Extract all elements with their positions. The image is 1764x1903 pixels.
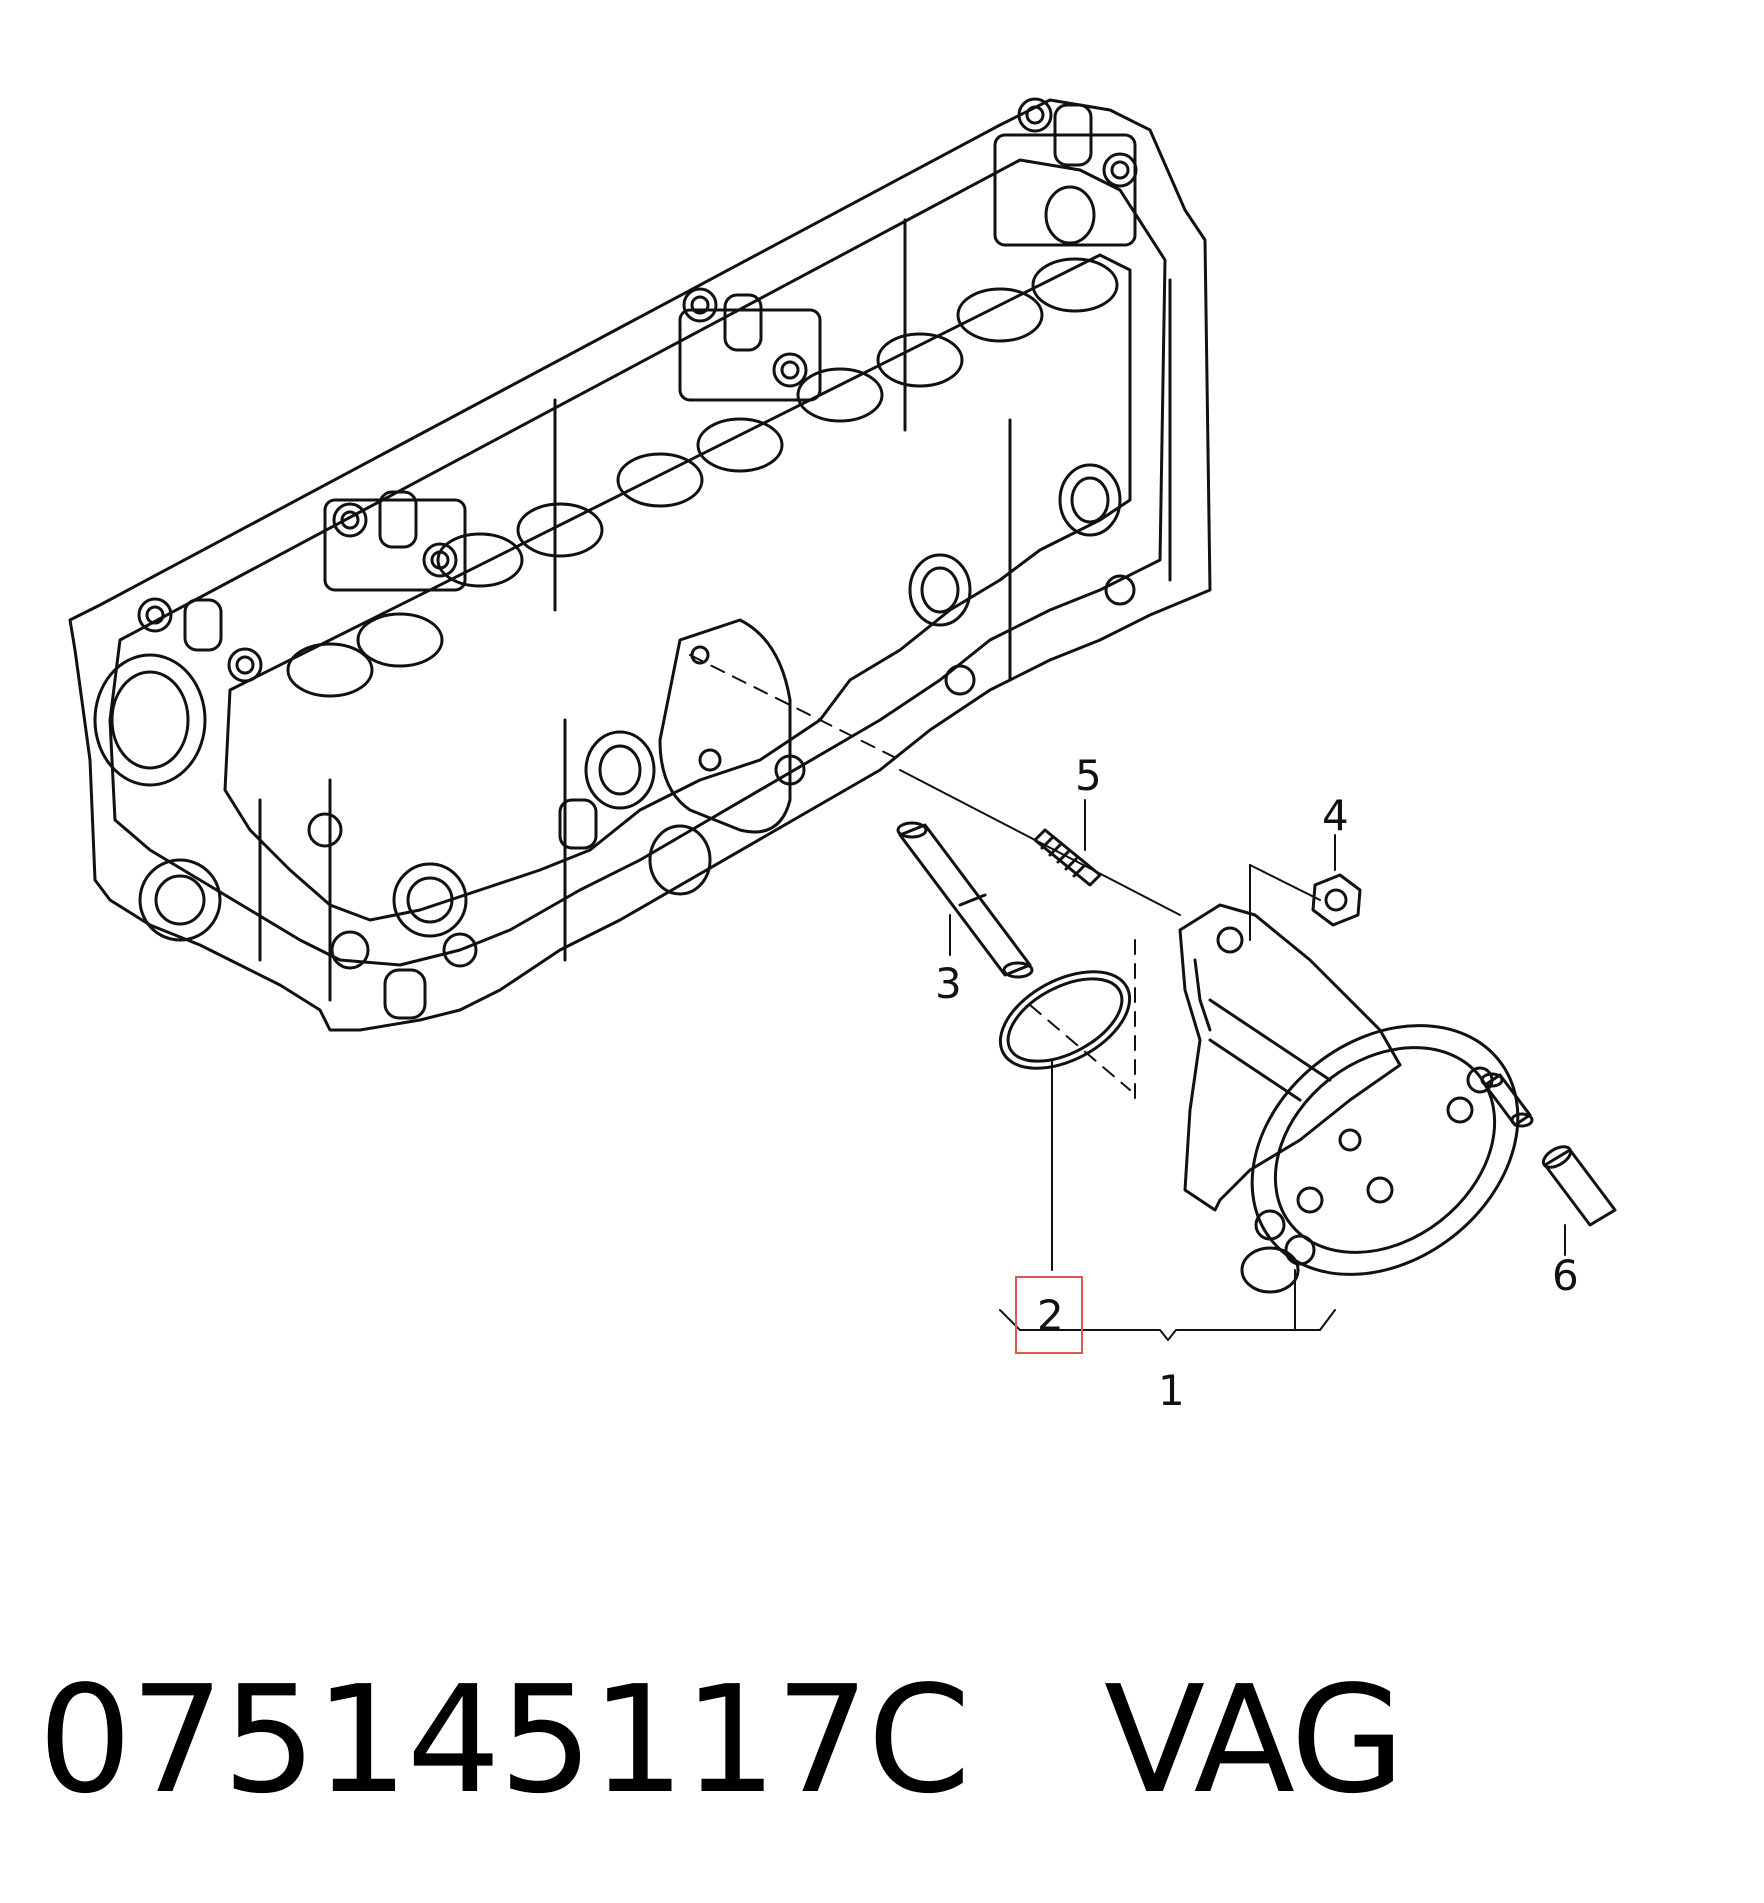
callout-2: 2	[1037, 1291, 1064, 1340]
stud	[1033, 828, 1102, 887]
highlight-box	[1015, 1276, 1083, 1354]
vacuum-pump	[1178, 903, 1534, 1294]
hex-nut	[1311, 873, 1362, 927]
leader-lines	[949, 799, 1566, 1341]
callout-3: 3	[935, 959, 962, 1008]
dowel-pin	[896, 821, 1034, 979]
callout-1: 1	[1158, 1366, 1185, 1415]
o-ring	[998, 970, 1132, 1070]
callout-4: 4	[1322, 791, 1349, 840]
hose	[1541, 1145, 1617, 1227]
callout-5: 5	[1075, 751, 1102, 800]
assembly-centerlines	[689, 654, 1321, 1106]
callout-6: 6	[1552, 1251, 1579, 1300]
cylinder-head	[68, 97, 1212, 1032]
part-number-caption: 075145117C VAG	[38, 1654, 1405, 1826]
